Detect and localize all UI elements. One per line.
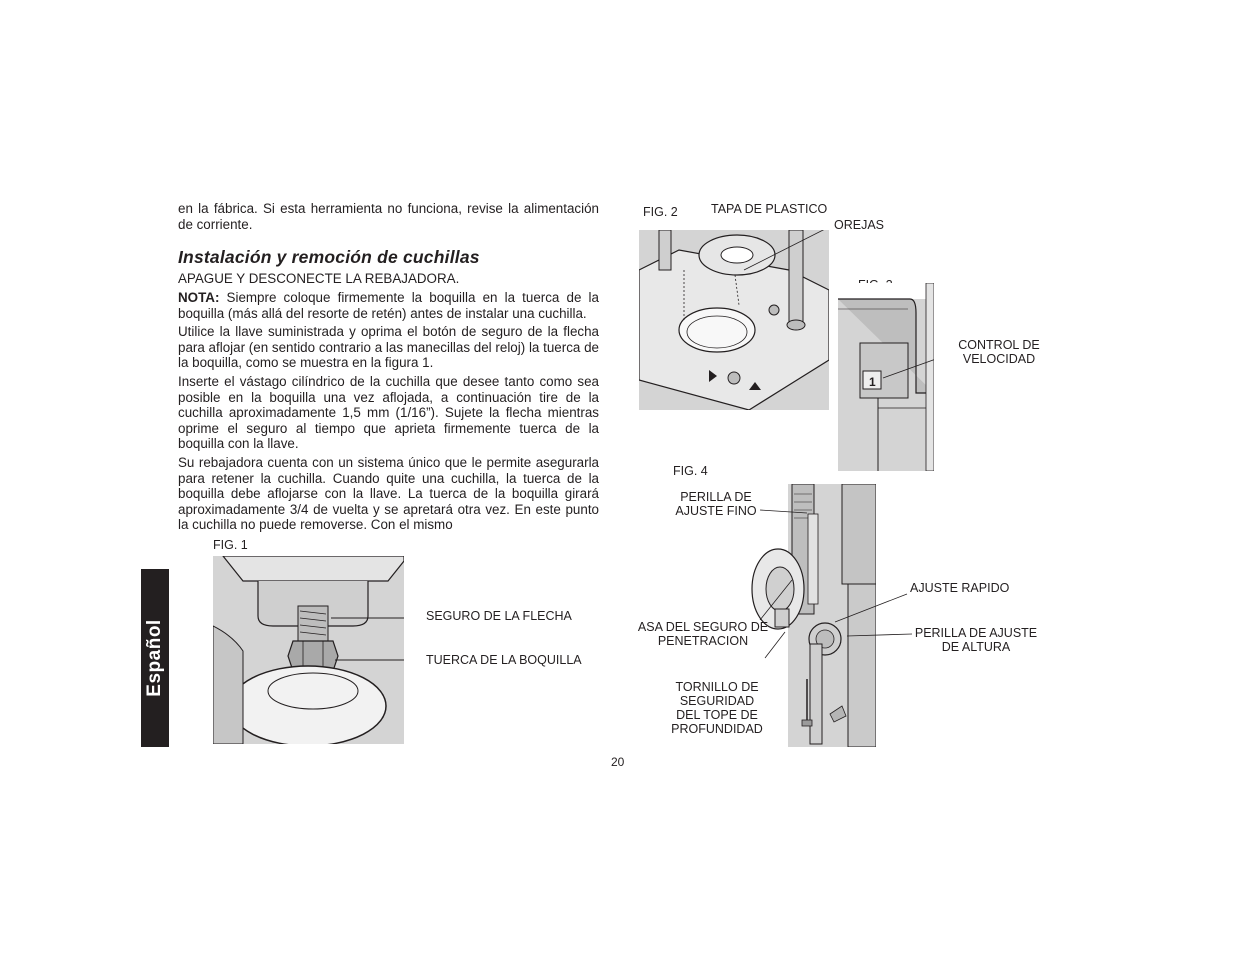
fig3-callout-line-1: CONTROL DE xyxy=(958,338,1040,352)
fig4-callout-depth-screw: TORNILLO DE SEGURIDAD DEL TOPE DE PROFUN… xyxy=(664,680,770,736)
instruction-text: APAGUE Y DESCONECTE LA REBAJADORA. xyxy=(178,271,460,286)
fig2-label: FIG. 2 xyxy=(643,205,678,219)
intro-paragraph: en la fábrica. Si esta herramienta no fu… xyxy=(178,201,599,232)
fig1-label: FIG. 1 xyxy=(213,538,248,552)
fig1-illustration xyxy=(213,556,404,744)
fig3-dial-number: 1 xyxy=(869,375,876,389)
fig1-callout-collet-nut: TUERCA DE LA BOQUILLA xyxy=(426,653,582,667)
note-label: NOTA: xyxy=(178,290,220,305)
fig3-callout-line-2: VELOCIDAD xyxy=(962,352,1036,366)
fig4-callout-height-adjust: PERILLA DE AJUSTE DE ALTURA xyxy=(908,626,1044,654)
fig4-height-adjust-line-2: DE ALTURA xyxy=(941,640,1011,654)
fig4-leader-lines xyxy=(759,509,913,659)
fig4-callout-plunge-lock: ASA DEL SEGURO DE PENETRACION xyxy=(636,620,770,648)
fig4-depth-screw-line-1: TORNILLO DE xyxy=(675,680,759,694)
fig4-label: FIG. 4 xyxy=(673,464,708,478)
paragraph-3: Su rebajadora cuenta con un sistema únic… xyxy=(178,455,599,532)
fig4-depth-screw-line-4: PROFUNDIDAD xyxy=(671,722,763,736)
page-number: 20 xyxy=(611,755,625,769)
section-heading: Instalación y remoción de cuchillas xyxy=(178,247,480,267)
fig4-fine-adjust-line-1: PERILLA DE xyxy=(680,490,752,504)
fig4-callout-fine-adjust: PERILLA DE AJUSTE FINO xyxy=(664,490,768,518)
fig4-plunge-lock-line-1: ASA DEL SEGURO DE xyxy=(637,620,769,634)
fig3-illustration: 1 xyxy=(838,283,934,471)
language-tab: Español xyxy=(141,569,169,747)
paragraph-2: Inserte el vástago cilíndrico de la cuch… xyxy=(178,374,599,451)
note-paragraph: NOTA: Siempre coloque firmemente la boqu… xyxy=(178,290,599,321)
fig4-depth-screw-line-2: SEGURIDAD xyxy=(679,694,755,708)
note-text: Siempre coloque firmemente la boquilla e… xyxy=(178,290,599,321)
language-tab-label: Español xyxy=(144,619,165,697)
fig1-callout-shaft-lock: SEGURO DE LA FLECHA xyxy=(426,609,572,623)
fig4-callout-quick-adjust: AJUSTE RAPIDO xyxy=(910,581,1010,595)
fig4-plunge-lock-line-2: PENETRACION xyxy=(657,634,749,648)
fig4-illustration xyxy=(750,484,876,747)
fig4-height-adjust-line-1: PERILLA DE AJUSTE xyxy=(914,626,1038,640)
fig4-depth-screw-line-3: DEL TOPE DE xyxy=(676,708,758,722)
fig2-illustration xyxy=(639,230,829,410)
fig2-callout-plastic-cap: TAPA DE PLASTICO xyxy=(711,202,828,216)
fig3-callout-speed-control: CONTROL DE VELOCIDAD xyxy=(951,338,1047,366)
paragraph-1: Utilice la llave suministrada y oprima e… xyxy=(178,324,599,370)
fig2-callout-ears: OREJAS xyxy=(834,218,885,232)
fig4-fine-adjust-line-2: AJUSTE FINO xyxy=(675,504,757,518)
